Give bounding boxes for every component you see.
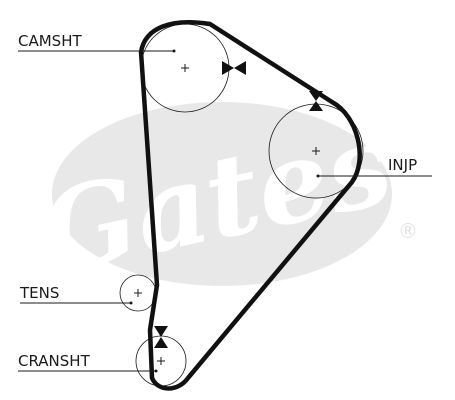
camshaft-leader-dot: [172, 49, 176, 53]
crankshaft-label: CRANSHT: [18, 352, 91, 370]
injection-pump-timing-mark: [309, 91, 323, 111]
pulley-centers: [134, 64, 320, 365]
camshaft-center-cross: [181, 64, 189, 72]
injection-pump-leader-dot: [316, 174, 320, 178]
injection-pump-label: INJP: [388, 156, 417, 174]
crankshaft-leader-dot: [154, 369, 158, 373]
injection-pump-center-cross: [312, 147, 320, 155]
labels: CAMSHT INJP TENS CRANSHT: [18, 32, 432, 373]
timing-marks: [154, 61, 323, 348]
tensioner-leader-dot: [129, 301, 133, 305]
tensioner-center-cross: [134, 289, 142, 297]
watermark-registered-mark: ®: [398, 219, 418, 243]
camshaft-label: CAMSHT: [18, 32, 82, 50]
crankshaft-timing-mark: [154, 326, 168, 348]
crankshaft-center-cross: [157, 357, 165, 365]
timing-belt: [138, 20, 362, 391]
camshaft-timing-mark: [222, 61, 246, 75]
watermark-oval: [52, 102, 392, 286]
tensioner-label: TENS: [19, 284, 59, 302]
gates-watermark: Gates ®: [29, 99, 418, 301]
